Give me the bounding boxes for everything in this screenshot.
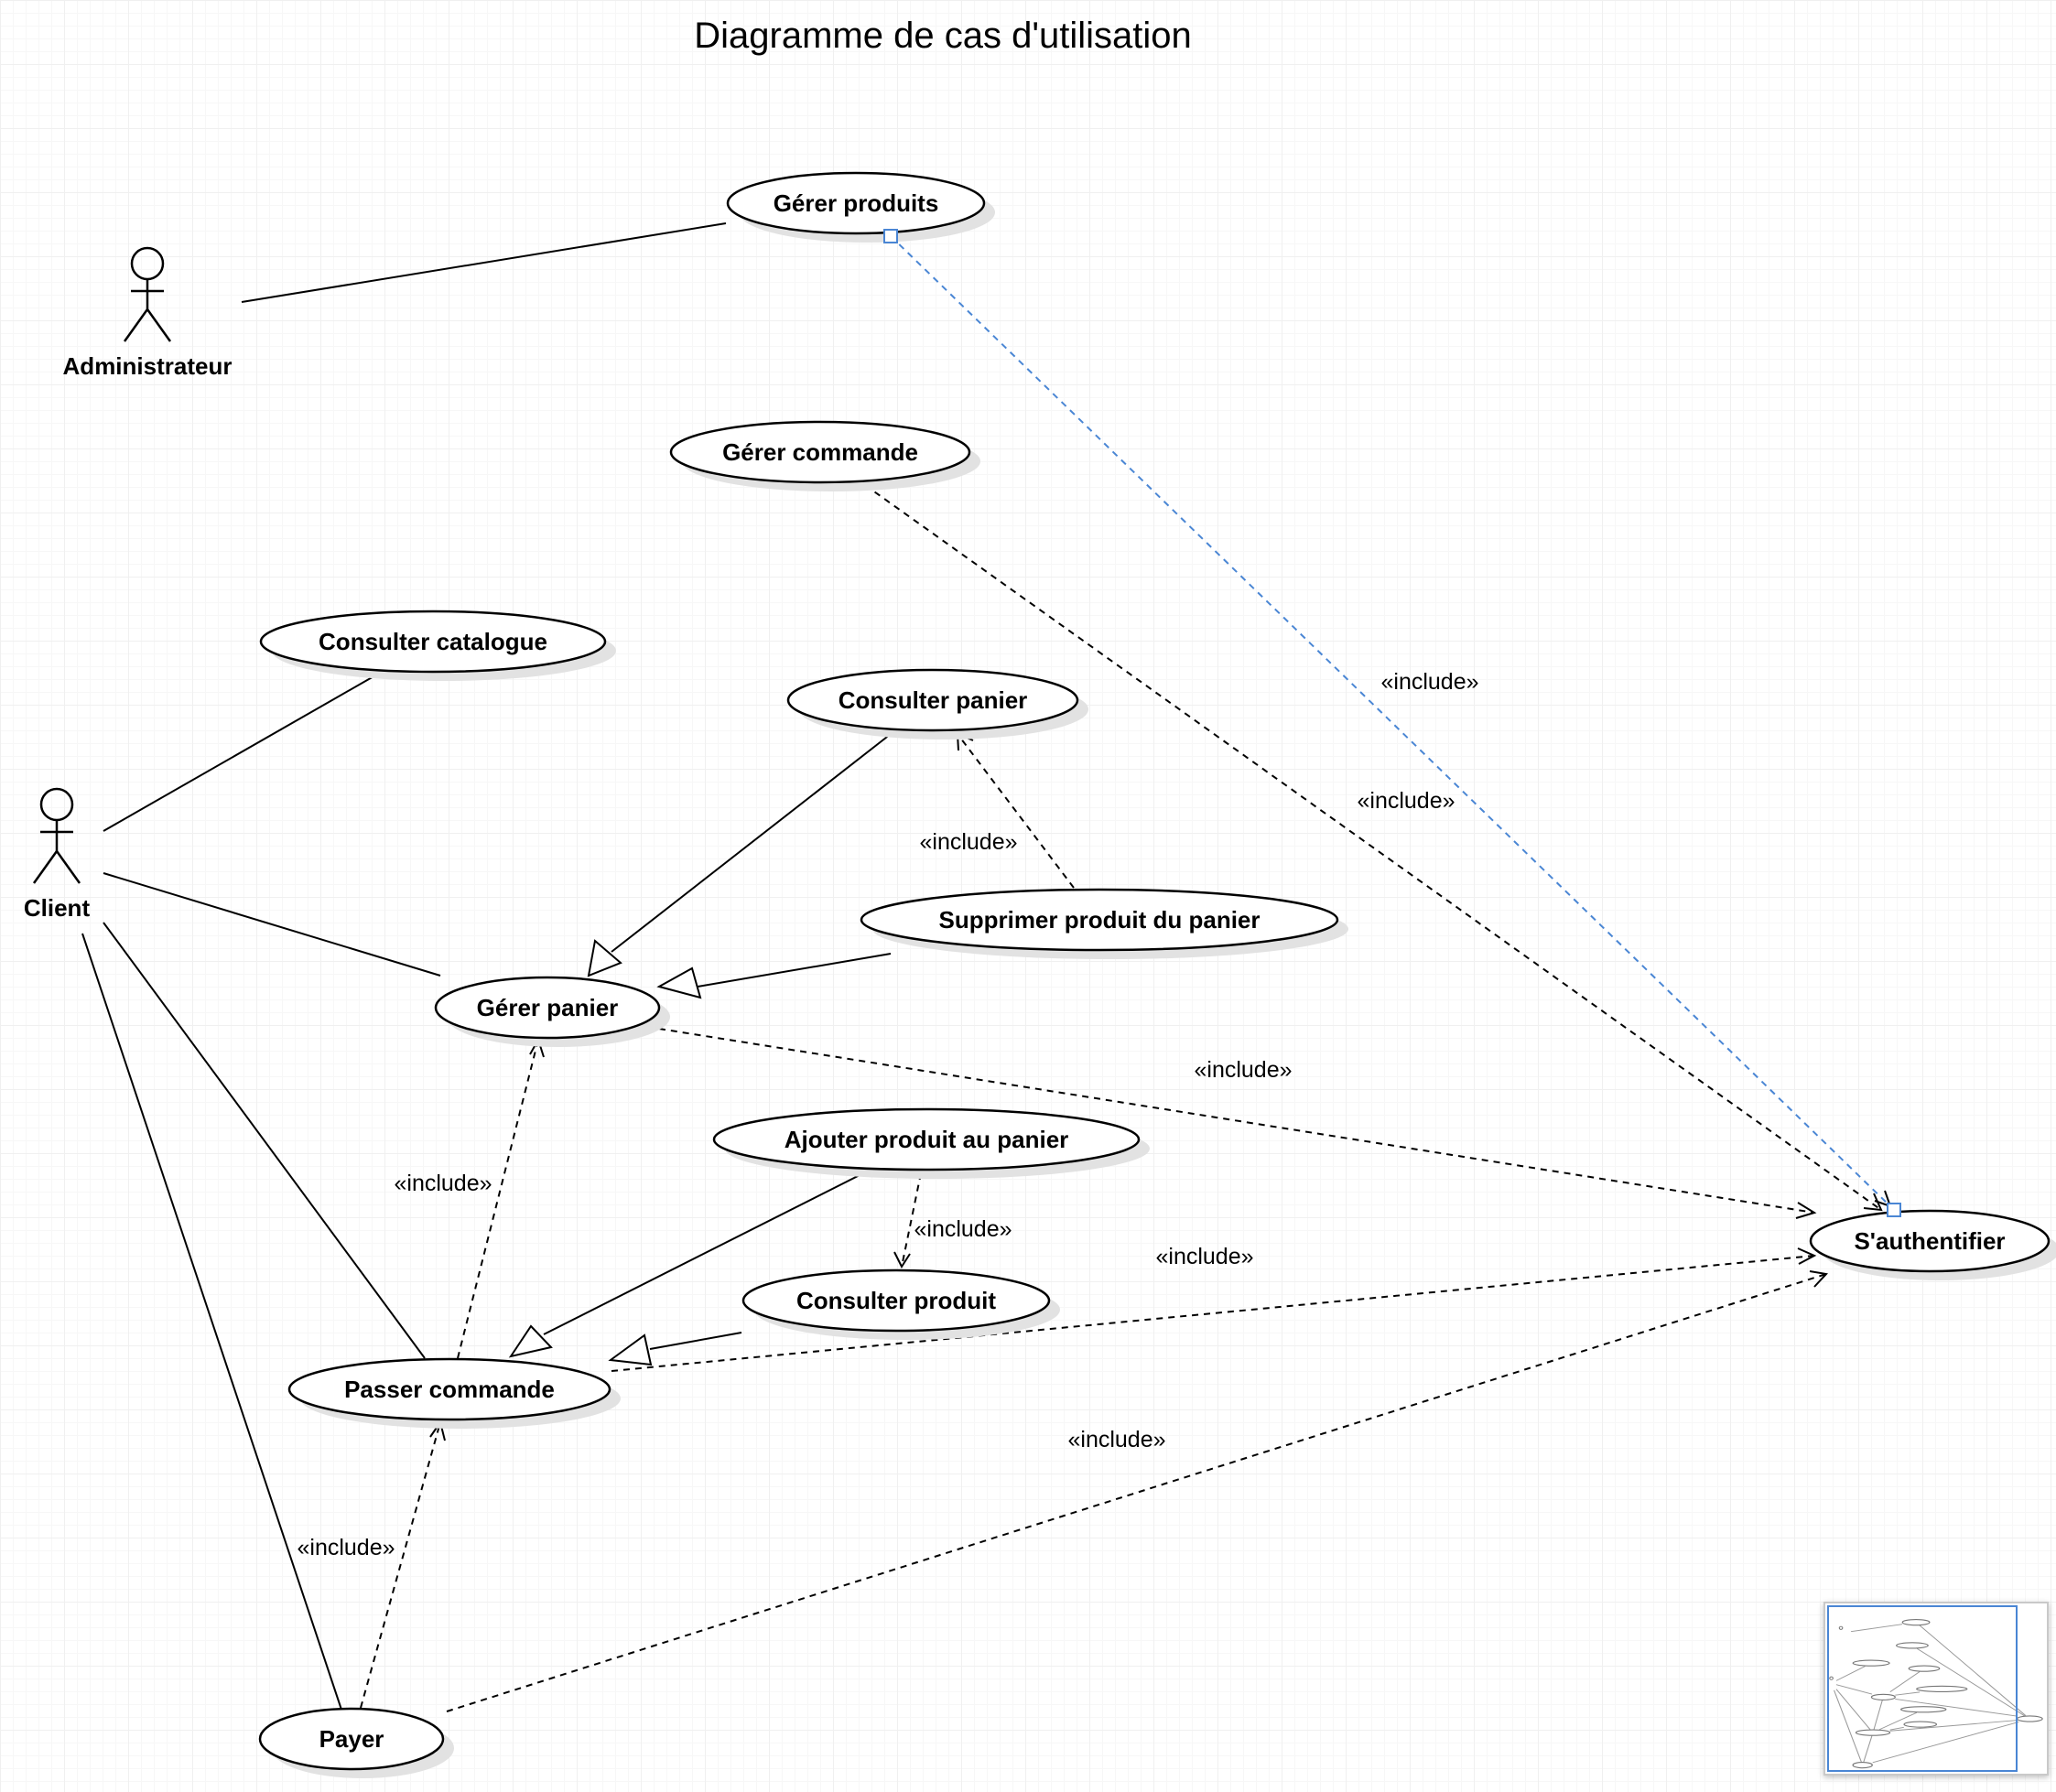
use-case-supprimer-produit-du-panier[interactable]: Supprimer produit du panier bbox=[860, 888, 1348, 959]
generalization-consulter-panier-gerer-panier[interactable] bbox=[587, 733, 892, 977]
include-label: «include» bbox=[1357, 788, 1455, 814]
use-case-gerer-commande[interactable]: Gérer commande bbox=[669, 420, 980, 491]
generalization-ajouter-produit-passer-commande[interactable] bbox=[508, 1172, 864, 1358]
connector-start-handle[interactable] bbox=[883, 229, 898, 243]
include-label: «include» bbox=[1194, 1057, 1292, 1083]
actor-client[interactable]: Client bbox=[24, 787, 91, 922]
actor-label: Client bbox=[24, 894, 91, 922]
include-label: «include» bbox=[919, 829, 1017, 855]
include-label: «include» bbox=[1067, 1427, 1165, 1452]
include-gerer-panier-s-authentifier[interactable]: «include» bbox=[658, 1028, 1817, 1219]
use-case-gerer-panier[interactable]: Gérer panier bbox=[434, 976, 670, 1047]
use-case-ajouter-produit-au-panier[interactable]: Ajouter produit au panier bbox=[712, 1107, 1150, 1179]
actor-head-icon bbox=[39, 787, 74, 822]
use-case-passer-commande[interactable]: Passer commande bbox=[287, 1357, 621, 1429]
use-case-label: Consulter catalogue bbox=[319, 628, 547, 655]
association-admin-gerer-produits[interactable] bbox=[241, 222, 727, 303]
use-case-consulter-produit[interactable]: Consulter produit bbox=[741, 1268, 1060, 1340]
use-case-label: Consulter produit bbox=[796, 1287, 996, 1314]
include-label: «include» bbox=[914, 1216, 1012, 1242]
minimap[interactable] bbox=[1823, 1602, 2049, 1776]
include-payer-passer-commande[interactable]: «include» bbox=[297, 1420, 446, 1709]
include-supprimer-produit-consulter-panier[interactable]: «include» bbox=[919, 732, 1075, 889]
association-client-passer-commande[interactable] bbox=[103, 922, 426, 1359]
include-dependencies: «include» «include» «include» «include» … bbox=[297, 235, 1892, 1712]
actor-label: Administrateur bbox=[63, 352, 233, 380]
include-label: «include» bbox=[297, 1535, 395, 1560]
include-label: «include» bbox=[394, 1171, 492, 1196]
include-payer-s-authentifier[interactable]: «include» bbox=[446, 1270, 1828, 1712]
use-case-s-authentifier[interactable]: S'authentifier bbox=[1809, 1209, 2056, 1280]
use-case-label: Supprimer produit du panier bbox=[938, 906, 1260, 934]
include-passer-commande-gerer-panier[interactable]: «include» bbox=[394, 1037, 545, 1359]
generalization-supprimer-produit-gerer-panier[interactable] bbox=[656, 953, 892, 999]
use-case-gerer-produits[interactable]: Gérer produits bbox=[726, 171, 995, 243]
generalization-consulter-produit-passer-commande[interactable] bbox=[608, 1332, 742, 1366]
use-case-label: Gérer panier bbox=[477, 994, 619, 1021]
associations bbox=[81, 222, 727, 1711]
include-gerer-produits-s-authentifier[interactable]: «include» bbox=[890, 235, 1892, 1208]
use-case-label: Gérer produits bbox=[774, 189, 939, 217]
use-case-label: Consulter panier bbox=[839, 686, 1028, 714]
diagram-title: Diagramme de cas d'utilisation bbox=[694, 16, 1191, 56]
use-case-label: Gérer commande bbox=[722, 438, 918, 466]
use-case-label: Ajouter produit au panier bbox=[785, 1126, 1069, 1153]
association-client-gerer-panier[interactable] bbox=[103, 872, 441, 977]
connector-end-handle[interactable] bbox=[1887, 1203, 1901, 1217]
use-case-payer[interactable]: Payer bbox=[258, 1707, 454, 1778]
use-case-label: S'authentifier bbox=[1854, 1227, 2005, 1255]
use-case-label: Payer bbox=[319, 1725, 384, 1753]
use-case-consulter-catalogue[interactable]: Consulter catalogue bbox=[259, 610, 616, 681]
actor-head-icon bbox=[130, 246, 165, 281]
include-gerer-commande-s-authentifier[interactable]: «include» bbox=[864, 484, 1883, 1212]
actor-administrateur[interactable]: Administrateur bbox=[63, 246, 233, 380]
generalizations bbox=[508, 733, 892, 1366]
include-label: «include» bbox=[1380, 669, 1478, 695]
include-label: «include» bbox=[1155, 1244, 1253, 1269]
association-client-payer[interactable] bbox=[81, 933, 342, 1711]
use-case-label: Passer commande bbox=[344, 1376, 555, 1403]
include-passer-commande-s-authentifier[interactable]: «include» bbox=[611, 1244, 1817, 1372]
minimap-viewport[interactable] bbox=[1827, 1605, 2018, 1772]
minimap-preview bbox=[1829, 1619, 2043, 1769]
use-case-consulter-panier[interactable]: Consulter panier bbox=[786, 668, 1088, 739]
include-ajouter-produit-consulter-produit[interactable]: «include» bbox=[893, 1172, 1012, 1269]
association-client-consulter-catalogue[interactable] bbox=[103, 675, 376, 832]
